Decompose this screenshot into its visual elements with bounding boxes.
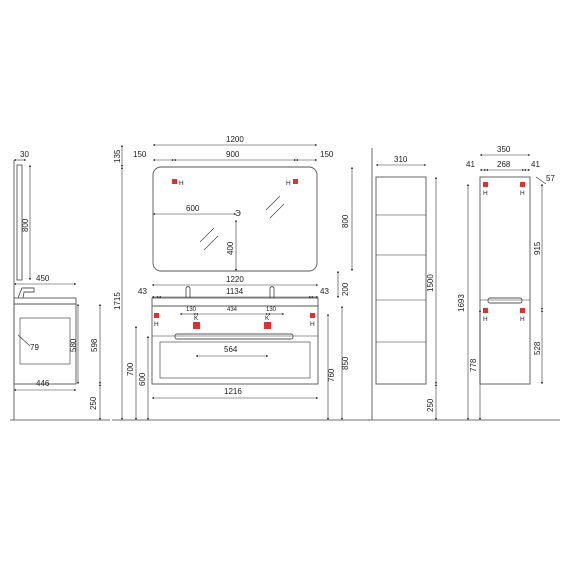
dim-mirror-depth: 30 [20, 150, 29, 159]
mirror-side [16, 164, 23, 281]
dim-mirror-height-front: 800 [341, 214, 350, 228]
dim-column-mount-height: 778 [469, 358, 478, 372]
column-hook-bottom-left-icon [483, 308, 488, 313]
dim-basin-spacing: 434 [227, 307, 238, 313]
dim-switch-offset-y: 400 [226, 241, 235, 255]
dim-column-width: 350 [497, 145, 511, 154]
dim-top-width: 1220 [226, 275, 244, 284]
dim-column-hook-spacing: 268 [497, 160, 511, 169]
dim-height-700: 700 [126, 362, 135, 376]
mirror-hook-left-icon [172, 179, 177, 184]
cabinet-drawer [159, 341, 311, 379]
side-view: 30 800 450 79 580 598 446 250 [10, 150, 110, 421]
column-hook-bottom-left-label: H [483, 316, 488, 323]
dim-height-850: 850 [341, 356, 350, 370]
mirror-hook-right-label: H [286, 180, 291, 187]
cabinet [151, 305, 319, 385]
dim-mirror-edge-right: 150 [320, 150, 334, 159]
dim-basin-k-left: 130 [186, 307, 197, 313]
drain-left-label: K [194, 315, 199, 322]
dim-total-height: 1715 [113, 292, 122, 310]
dim-floor-gap: 250 [89, 396, 98, 410]
dim-switch-offset-x: 600 [186, 204, 200, 213]
mirror-hook-right-icon [293, 179, 298, 184]
column-side-body [375, 176, 427, 385]
dim-mirror-gap: 200 [341, 282, 350, 296]
drain-right-icon [264, 322, 271, 329]
side-cabinet [13, 303, 77, 385]
dim-cabinet-width: 1216 [224, 387, 242, 396]
cabinet-hook-right-icon [310, 313, 315, 318]
dim-column-upper-height: 915 [533, 241, 542, 255]
drain-left-icon [193, 322, 200, 329]
column-hook-top-left-icon [483, 182, 488, 187]
dim-mirror-height: 800 [21, 218, 30, 232]
dim-cabinet-inner-height: 580 [69, 338, 78, 352]
column-side-view: 310 1500 250 [368, 148, 452, 421]
dim-mirror-top-offset: 135 [113, 149, 122, 163]
dim-cabinet-depth: 446 [36, 379, 50, 388]
column-hook-top-left-label: H [483, 190, 488, 197]
column-hook-bottom-right-icon [520, 308, 525, 313]
countertop [151, 297, 319, 307]
dim-column-edge-right: 41 [531, 160, 540, 169]
dim-handle-width: 564 [224, 345, 238, 354]
dim-mirror-hook-spacing: 900 [226, 150, 240, 159]
dim-mirror-width: 1200 [226, 135, 244, 144]
dim-side-offset-left: 43 [138, 287, 147, 296]
front-view: H H Э H H K K 1200 135 150 900 150 [112, 135, 370, 421]
column-front-view: H H H H 350 41 268 41 57 915 1693 528 77… [452, 145, 560, 421]
dim-column-top-offset: 57 [546, 174, 555, 183]
dim-mirror-edge-left: 150 [133, 150, 147, 159]
column-hook-top-right-icon [520, 182, 525, 187]
column-front-body [479, 176, 531, 385]
dim-top-depth: 450 [36, 274, 50, 283]
dim-column-height: 1500 [426, 274, 435, 292]
column-handle [487, 297, 523, 304]
cabinet-hook-left-label: H [154, 321, 159, 328]
faucet-left-icon [185, 286, 191, 298]
mirror-hook-left-label: H [179, 180, 184, 187]
faucet-icon [17, 287, 35, 299]
mirror-reflection [199, 195, 285, 251]
column-hook-top-right-label: H [520, 190, 525, 197]
dim-basin-overhang: 79 [30, 343, 39, 352]
mirror [152, 166, 318, 272]
side-countertop [13, 297, 77, 305]
dim-height-760: 760 [327, 368, 336, 382]
dim-side-offset-right: 43 [320, 287, 329, 296]
side-drawer [19, 317, 71, 365]
dim-height-600: 600 [138, 372, 147, 386]
cabinet-hook-right-label: H [310, 321, 315, 328]
faucet-right-icon [269, 286, 275, 298]
dim-column-depth: 310 [394, 155, 408, 164]
column-hook-bottom-right-label: H [520, 316, 525, 323]
dim-column-floor-gap: 250 [426, 398, 435, 412]
dim-hook-spacing: 1134 [226, 287, 244, 296]
dim-column-edge-left: 41 [466, 160, 475, 169]
dim-column-lower-height: 528 [533, 341, 542, 355]
drain-right-label: K [265, 315, 270, 322]
dim-column-total-height: 1693 [457, 294, 466, 312]
dim-basin-k-right: 130 [266, 307, 277, 313]
cabinet-handle [174, 333, 294, 340]
dim-cabinet-height: 598 [90, 338, 99, 352]
cabinet-hook-left-icon [154, 313, 159, 318]
switch-symbol: Э [235, 209, 241, 218]
